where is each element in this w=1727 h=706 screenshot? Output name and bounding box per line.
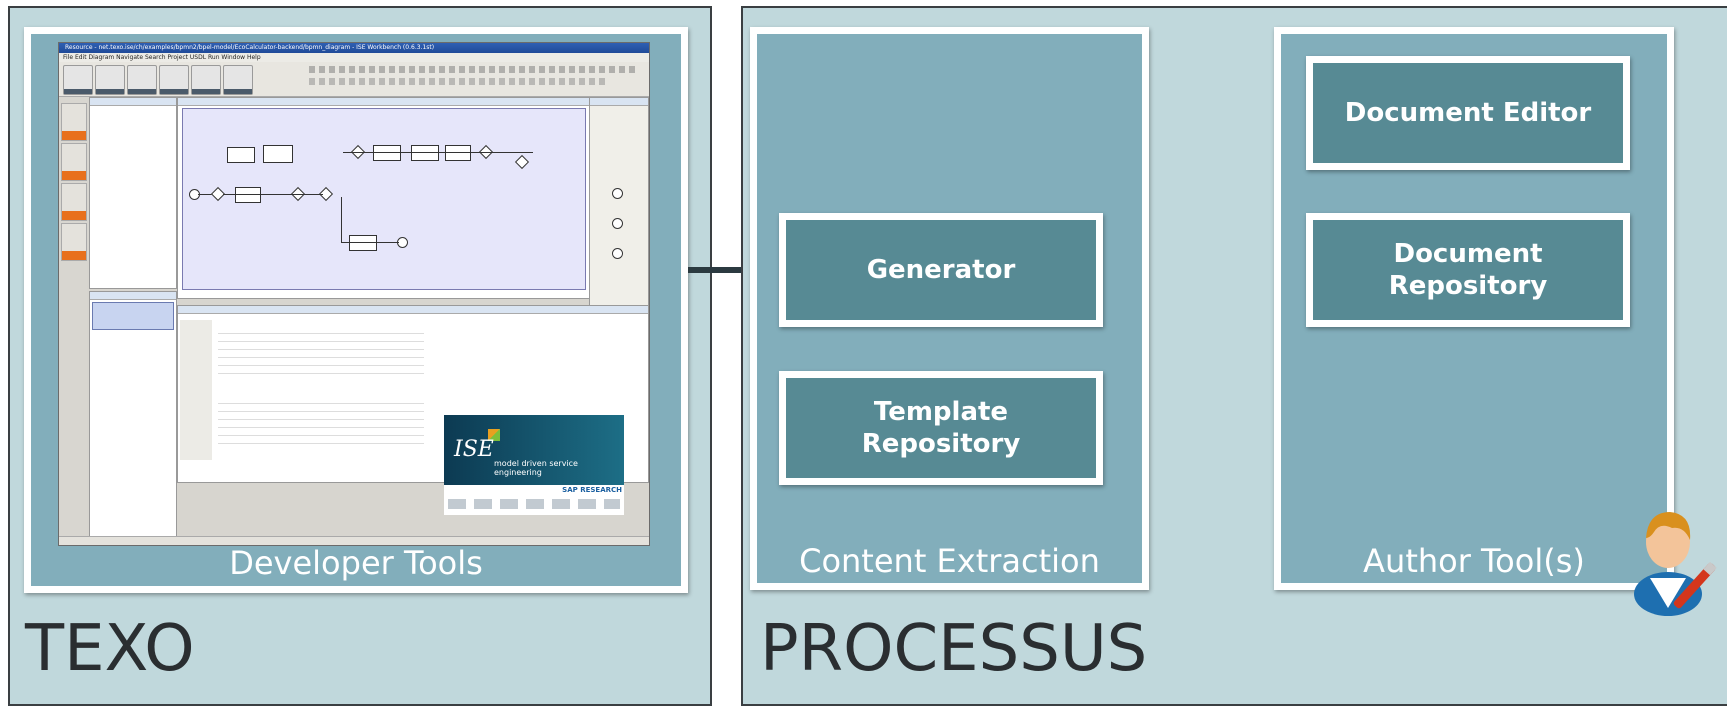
task [227, 147, 255, 163]
toolbar-strip [309, 78, 609, 85]
toolbar [59, 62, 649, 97]
texo-title: TEXO [25, 612, 195, 686]
toolbar-icon [127, 65, 157, 95]
toolbar-icon [63, 65, 93, 95]
left-tool-button [61, 223, 87, 261]
gateway [514, 154, 530, 170]
document-editor-box: Document Editor [1306, 56, 1630, 170]
sequence-flow [343, 152, 533, 153]
ise-logo-card: ISE model driven service engineering SAP… [444, 415, 624, 515]
toolbar-icon [223, 65, 253, 95]
task [411, 145, 439, 161]
content-extraction-caption: Content Extraction [799, 542, 1100, 580]
ise-logo-tagline: model driven service engineering [494, 459, 578, 477]
left-tool-button [61, 143, 87, 181]
bpmn-diagram-canvas [182, 108, 586, 290]
partner-logos [448, 499, 620, 509]
palette-event [612, 248, 623, 259]
sequence-flow [341, 242, 399, 243]
ise-logo-banner: ISE model driven service engineering [444, 415, 624, 485]
document-repository-box: Document Repository [1306, 213, 1630, 327]
sequence-flow [223, 194, 323, 195]
project-explorer-pane [89, 97, 177, 289]
developer-tools-caption: Developer Tools [229, 544, 483, 582]
palette-pane [589, 97, 649, 314]
author-tools-caption: Author Tool(s) [1363, 542, 1585, 580]
processus-title: PROCESSUS [760, 612, 1148, 686]
pen-icon [1673, 561, 1717, 609]
palette-end-event [612, 218, 623, 229]
task [235, 187, 261, 203]
outline-pane [89, 291, 177, 543]
sap-research-label: SAP RESEARCH [562, 486, 622, 494]
toolbar-icon [191, 65, 221, 95]
template-repository-box: Template Repository [779, 371, 1103, 485]
task [263, 145, 293, 163]
mobile-properties-table [218, 396, 424, 448]
window-titlebar: Resource - net.texo.ise/ch/examples/bpmn… [59, 43, 649, 53]
logo-squares [488, 429, 500, 441]
properties-table [218, 326, 424, 378]
bpmn-editor-pane [177, 97, 591, 299]
status-bar [59, 536, 649, 545]
task [349, 235, 377, 251]
task [445, 145, 471, 161]
ise-logo-text: ISE [454, 437, 494, 462]
menu-bar: File Edit Diagram Navigate Search Projec… [59, 53, 649, 62]
left-tool-bar [59, 97, 87, 545]
ise-workbench-screenshot: Resource - net.texo.ise/ch/examples/bpmn… [58, 42, 650, 546]
sequence-flow [198, 194, 214, 195]
left-tool-button [61, 183, 87, 221]
toolbar-icon [159, 65, 189, 95]
palette-start-event [612, 188, 623, 199]
sequence-flow [341, 197, 342, 243]
left-tool-button [61, 103, 87, 141]
author-person-icon [1634, 512, 1717, 616]
toolbar-icon [95, 65, 125, 95]
toolbar-strip [309, 66, 639, 73]
properties-tabs [180, 320, 212, 460]
task [373, 145, 401, 161]
generator-box: Generator [779, 213, 1103, 327]
outline-thumbnail [92, 302, 174, 330]
